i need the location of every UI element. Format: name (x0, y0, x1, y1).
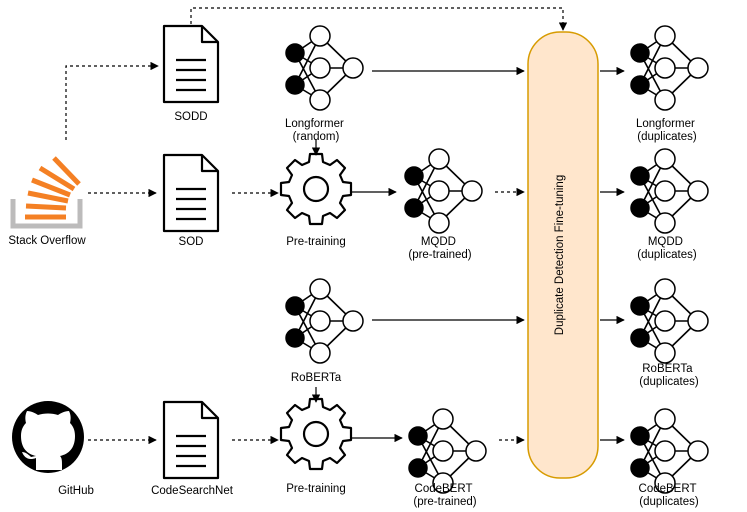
arrow-so-to-sodd (65, 61, 159, 140)
output-mqdd-label: MQDD (duplicates) (637, 236, 697, 261)
neural-network-icon (285, 278, 364, 364)
neural-network-icon (285, 25, 364, 111)
github-logo (12, 401, 84, 473)
dataset-sodd-label: SODD (174, 111, 207, 123)
neural-network-icon (404, 148, 483, 234)
arrow-sodd-to-finetuning (190, 7, 568, 31)
finetuning-box (527, 31, 599, 479)
output-roberta-label: RoBERTa (duplicates) (639, 363, 699, 388)
neural-network-icon (630, 25, 709, 111)
neural-network-icon (408, 408, 487, 494)
codebert-pretrained-label: CodeBERT (pre-trained) (413, 483, 476, 508)
stack-overflow-label: Stack Overflow (8, 235, 86, 247)
dataset-codesearchnet-label: CodeSearchNet (151, 485, 234, 497)
output-codebert-label: CodeBERT (duplicates) (639, 483, 700, 508)
github-label: GitHub (58, 485, 94, 497)
finetuning-label: Duplicate Detection Fine-tuning (554, 175, 566, 335)
document-icon (162, 24, 220, 104)
gear-icon (279, 152, 353, 226)
pretraining-label-top: Pre-training (286, 236, 345, 248)
pretraining-label-bottom: Pre-training (286, 483, 345, 495)
neural-network-icon (630, 408, 709, 494)
neural-network-icon (630, 148, 709, 234)
stack-overflow-logo (10, 156, 83, 229)
dataset-sod-label: SOD (179, 236, 204, 248)
gear-icon (279, 397, 353, 471)
longformer-random-label: Longformer (random) (285, 118, 347, 143)
mqdd-pretrained-label: MQDD (pre-trained) (408, 236, 471, 261)
output-longformer-label: Longformer (duplicates) (636, 118, 698, 143)
neural-network-icon (630, 278, 709, 364)
document-icon (162, 400, 220, 480)
document-icon (162, 153, 220, 233)
roberta-label: RoBERTa (291, 372, 342, 384)
